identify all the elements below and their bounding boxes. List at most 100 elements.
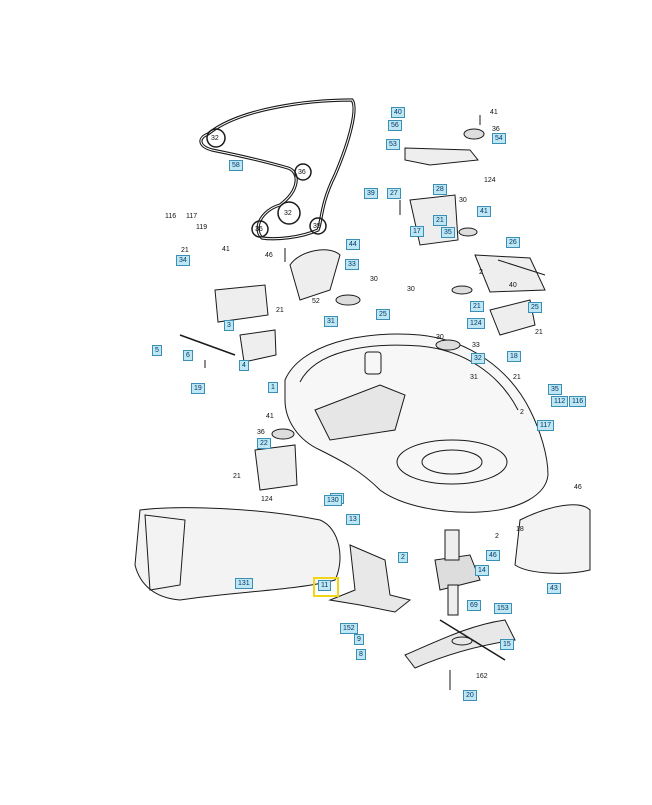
callout-28[interactable]: 28	[433, 184, 447, 195]
discharge-chute-131	[134, 507, 341, 601]
callout-32[interactable]: 32	[471, 353, 485, 364]
text-30-right: 30	[407, 286, 415, 293]
callout-1[interactable]: 1	[268, 382, 278, 393]
callout-21-upper[interactable]: 21	[433, 215, 447, 226]
callout-20[interactable]: 20	[463, 690, 477, 701]
text-117: 117	[186, 213, 198, 220]
callout-39[interactable]: 39	[364, 188, 378, 199]
callout-56[interactable]: 56	[388, 120, 402, 131]
callout-18[interactable]: 18	[507, 351, 521, 362]
callout-31-left[interactable]: 31	[324, 316, 338, 327]
text-21-low: 21	[233, 473, 241, 480]
rod-6	[179, 334, 236, 356]
callout-5[interactable]: 5	[152, 345, 162, 356]
callout-17[interactable]: 17	[410, 226, 424, 237]
text-31: 31	[470, 374, 478, 381]
belt-pulley-35	[309, 217, 327, 235]
text-124-low: 124	[261, 496, 273, 503]
callout-2[interactable]: 2	[398, 552, 408, 563]
callout-46[interactable]: 46	[486, 550, 500, 561]
belt-pulley-label-36-right: 36	[298, 169, 306, 176]
belt-pulley-label-32-top: 32	[211, 135, 219, 142]
deck-baffle	[314, 384, 406, 441]
highlighted-part-11	[313, 577, 339, 597]
text-52: 52	[312, 298, 320, 305]
callout-54[interactable]: 54	[492, 133, 506, 144]
callout-9[interactable]: 9	[354, 634, 364, 645]
belt-pulley-36-left	[251, 220, 269, 238]
callout-4[interactable]: 4	[239, 360, 249, 371]
text-2-r: 2	[520, 409, 524, 416]
callout-131[interactable]: 131	[235, 578, 253, 589]
text-36-top: 36	[492, 126, 500, 133]
text-18: 18	[516, 526, 524, 533]
callout-35-right[interactable]: 35	[548, 384, 562, 395]
callout-15[interactable]: 15	[500, 639, 514, 650]
text-41-left: 41	[222, 246, 230, 253]
text-46: 46	[265, 252, 273, 259]
callout-43[interactable]: 43	[547, 583, 561, 594]
drive-belt	[199, 98, 356, 241]
callout-33[interactable]: 33	[345, 259, 359, 270]
bracket-5	[214, 284, 269, 323]
callout-19[interactable]: 19	[191, 383, 205, 394]
belt-pulley-label-32-center: 32	[284, 210, 292, 217]
text-21-r2: 21	[513, 374, 521, 381]
text-124-top: 124	[484, 177, 496, 184]
callout-69[interactable]: 69	[467, 600, 481, 611]
callout-152[interactable]: 152	[340, 623, 358, 634]
deflector-43	[514, 504, 591, 574]
bracket-28	[497, 259, 546, 276]
belt-guide-44	[289, 249, 341, 301]
idler-arm-53	[404, 147, 479, 166]
callout-25-left[interactable]: 25	[376, 309, 390, 320]
blade-15	[404, 619, 516, 669]
blade-11	[328, 544, 412, 613]
text-36-mid: 36	[257, 429, 265, 436]
belt-pulley-32-center	[277, 201, 301, 225]
callout-112[interactable]: 112	[551, 396, 569, 407]
text-46-right: 46	[574, 484, 582, 491]
callout-3[interactable]: 3	[224, 320, 234, 331]
text-41-top: 41	[490, 109, 498, 116]
callout-14[interactable]: 14	[475, 565, 489, 576]
callout-58[interactable]: 58	[229, 160, 243, 171]
text-40: 40	[509, 282, 517, 289]
callout-44[interactable]: 44	[346, 239, 360, 250]
callout-27[interactable]: 27	[387, 188, 401, 199]
callout-35-upper[interactable]: 35	[441, 227, 455, 238]
text-41-mid: 41	[266, 413, 274, 420]
text-21-left: 21	[181, 247, 189, 254]
callout-21-right[interactable]: 21	[470, 301, 484, 312]
callout-13[interactable]: 13	[346, 514, 360, 525]
callout-41[interactable]: 41	[477, 206, 491, 217]
mower-deck-shell	[284, 333, 549, 513]
callout-34[interactable]: 34	[176, 255, 190, 266]
callout-153[interactable]: 153	[494, 603, 512, 614]
callout-25-right[interactable]: 25	[528, 302, 542, 313]
bracket-25	[489, 299, 536, 336]
callout-22[interactable]: 22	[257, 438, 271, 449]
callout-6[interactable]: 6	[183, 350, 193, 361]
text-2-right: 2	[479, 269, 483, 276]
belt-pulley-label-36-left: 36	[255, 226, 263, 233]
callout-116[interactable]: 116	[569, 396, 587, 407]
belt-pulley-36-right	[294, 163, 312, 181]
callout-130[interactable]: 130	[324, 495, 342, 506]
deck-spindle-opening	[396, 439, 508, 485]
bracket-4	[239, 329, 277, 363]
callout-8[interactable]: 8	[356, 649, 366, 660]
text-30-lower: 30	[436, 334, 444, 341]
callout-117[interactable]: 117	[537, 420, 555, 431]
callout-53[interactable]: 53	[386, 139, 400, 150]
callout-124[interactable]: 124	[467, 318, 485, 329]
callout-26[interactable]: 26	[506, 237, 520, 248]
text-162: 162	[476, 673, 488, 680]
callout-11[interactable]: 11	[318, 580, 332, 591]
callout-40[interactable]: 40	[391, 107, 405, 118]
text-2-low: 2	[495, 533, 499, 540]
text-30-top: 30	[459, 197, 467, 204]
belt-pulley-label-35: 35	[313, 223, 321, 230]
